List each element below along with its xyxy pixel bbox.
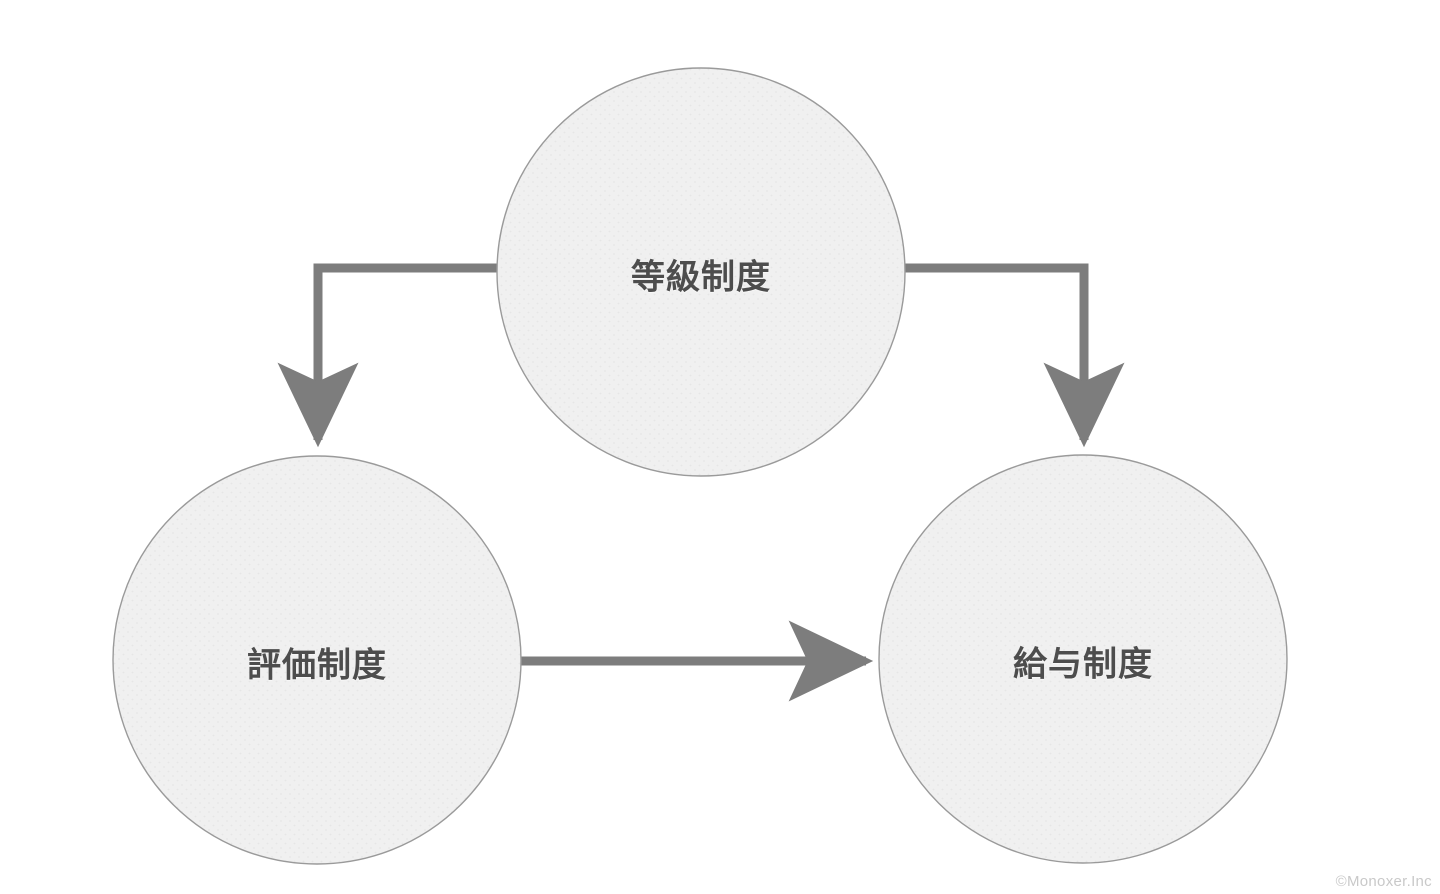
edge-grade-to-evaluation <box>277 263 497 448</box>
node-evaluation-system[interactable] <box>112 455 522 865</box>
node-salary-system[interactable] <box>878 454 1288 864</box>
copyright-notice: ©Monoxer.Inc <box>1335 873 1432 890</box>
edge-grade-to-salary <box>905 263 1125 448</box>
node-grade-system[interactable] <box>496 67 906 477</box>
